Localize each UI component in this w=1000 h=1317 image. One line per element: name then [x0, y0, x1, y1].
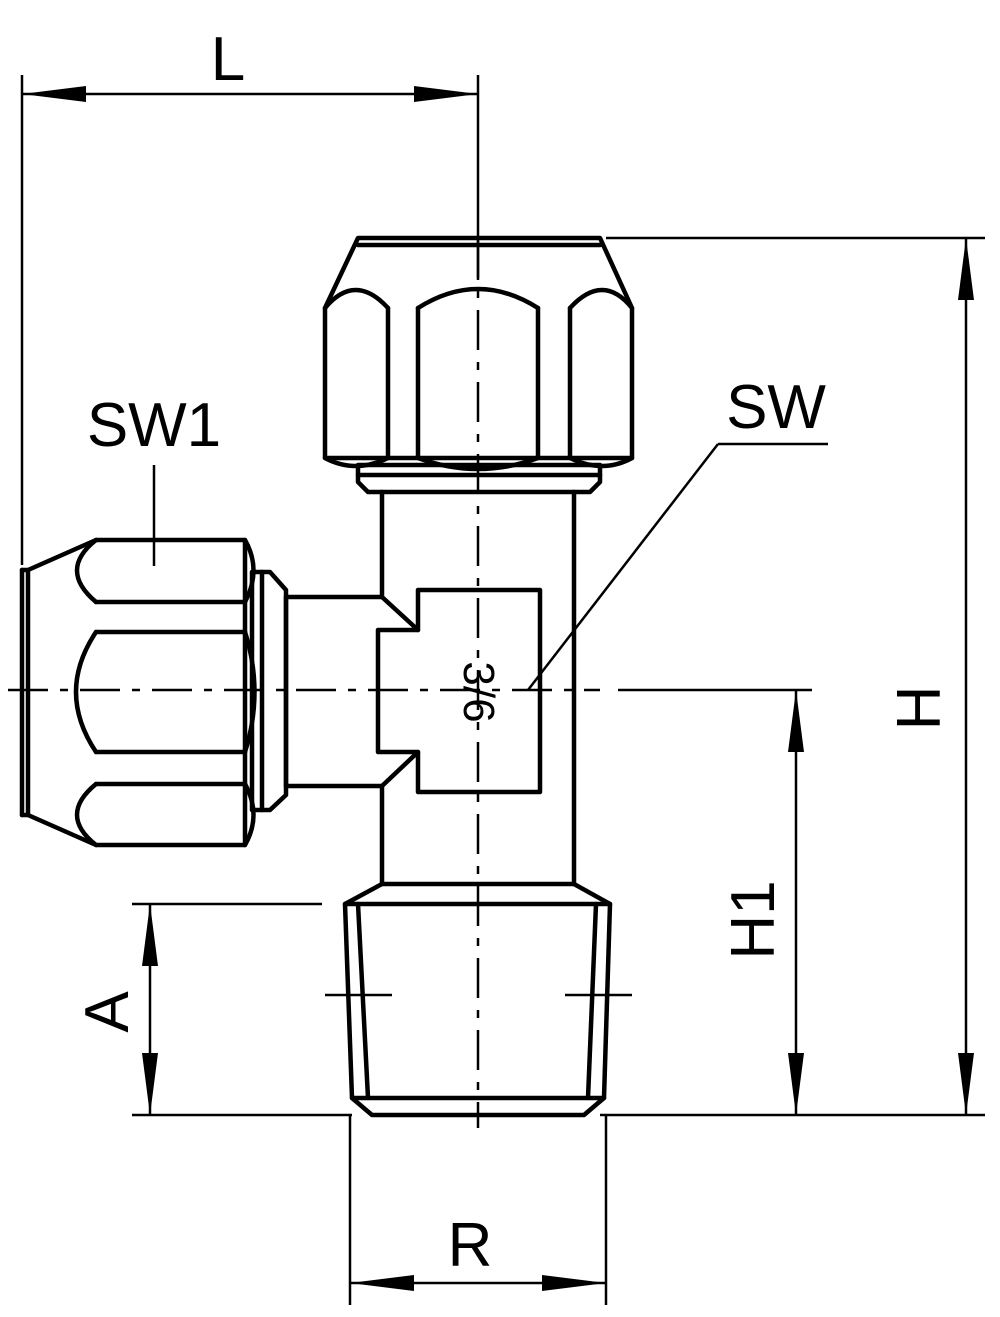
dimension-r: R — [348, 1115, 608, 1305]
label-a: A — [73, 991, 142, 1033]
label-r: R — [448, 1211, 493, 1280]
dimension-h: H — [600, 236, 985, 1117]
label-h1: H1 — [719, 880, 788, 959]
leader-sw: SW — [527, 373, 828, 691]
top-nut — [322, 235, 635, 495]
dimension-l: L — [20, 25, 480, 565]
center-lines — [8, 238, 812, 1128]
leader-sw1: SW1 — [87, 391, 221, 566]
label-sw: SW — [726, 373, 826, 442]
dimension-a: A — [73, 902, 352, 1117]
label-l: L — [211, 25, 245, 94]
dimension-h1: H1 — [719, 690, 804, 1115]
body-marking: 3/6 — [454, 661, 503, 722]
left-nut — [19, 537, 289, 848]
bottom-thread — [342, 881, 613, 1118]
label-sw1: SW1 — [87, 391, 221, 460]
label-h: H — [885, 686, 954, 731]
